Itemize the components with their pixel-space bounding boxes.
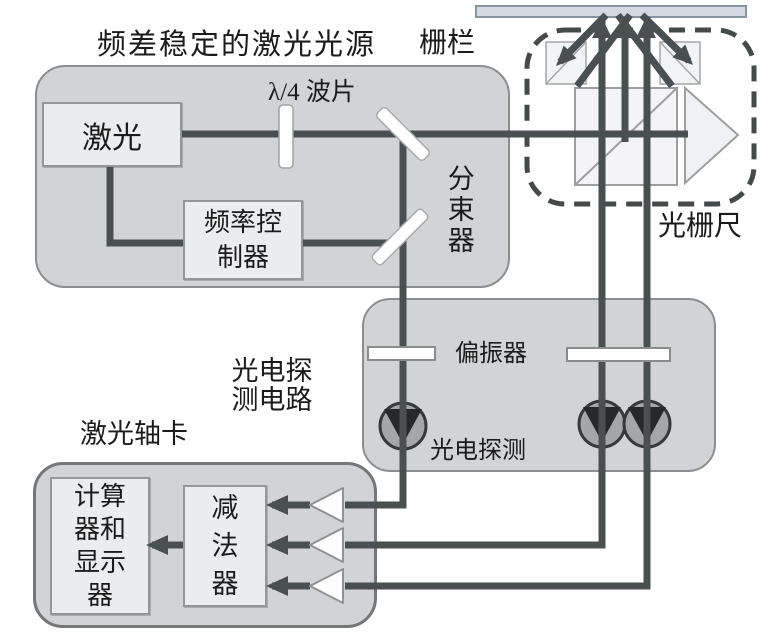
laser-axis-card-label: 激光轴卡 <box>80 419 188 449</box>
left-fold-prism-icon <box>545 41 587 85</box>
beamsplitter-mirror-icon <box>375 106 431 162</box>
computer-display-block: 计算 器和 显示 器 <box>50 477 150 615</box>
laser-source-title: 频差稳定的激光光源 <box>97 29 377 61</box>
waveplate-label: λ/4 波片 <box>268 79 356 106</box>
subtractor-line3: 器 <box>211 569 239 599</box>
read-head-dashed-outline-icon <box>524 27 757 207</box>
down-left-arrowhead-icon <box>556 45 577 66</box>
subtractor-block: 减 法 器 <box>183 485 267 607</box>
amplifier-icon <box>309 527 344 563</box>
quarter-waveplate-icon <box>278 104 294 169</box>
amplifier-group <box>309 487 344 604</box>
polarizer-bar-icon <box>367 346 436 361</box>
retroreflector-prism-icon <box>684 85 740 186</box>
left-arrowhead-icon <box>146 535 168 555</box>
computer-display-line3: 显示 <box>73 548 126 577</box>
beam-arrowheads <box>146 18 693 596</box>
laser-block-label: 激光 <box>82 121 142 155</box>
measure-beam-1 <box>345 17 606 549</box>
frequency-controller-line2: 制器 <box>216 243 269 272</box>
measure-beam-2 <box>345 17 651 590</box>
amplifier-icon <box>309 487 344 523</box>
photodetection-label: 光电探测 <box>430 438 526 464</box>
computer-display-line1: 计算 <box>73 482 126 511</box>
up-arrowhead-icon <box>615 18 635 38</box>
detection-circuit-line1: 光电探 <box>231 356 313 386</box>
grating-bar-icon <box>475 5 747 18</box>
frequency-controller-line1: 频率控 <box>203 208 282 237</box>
computer-display-line4: 器 <box>86 581 113 610</box>
grating-scale-label: 光栅尺 <box>658 211 743 242</box>
polarizer-bar-icon <box>566 347 671 362</box>
polarizer-label: 偏振器 <box>455 341 527 367</box>
laser-to-controller-wire <box>106 167 183 247</box>
reference-beam <box>345 137 407 509</box>
up-arrowhead-icon <box>592 18 612 38</box>
beamsplitter-mirror-icon <box>371 208 429 266</box>
subtractor-line2: 法 <box>211 531 239 561</box>
laser-block: 激光 <box>42 102 182 167</box>
beam-lines <box>106 12 692 590</box>
down-right-arrowhead-icon <box>672 44 693 65</box>
left-arrowhead-icon <box>266 576 288 596</box>
subtractor-line1: 减 <box>211 493 239 523</box>
detection-circuit-line2: 测电路 <box>231 385 313 415</box>
up-arrowhead-icon <box>636 18 656 38</box>
amplifier-icon <box>309 568 344 604</box>
left-arrowhead-icon <box>266 535 288 555</box>
left-arrowhead-icon <box>266 495 288 515</box>
detection-circuit-label: 光电探 测电路 <box>226 357 318 415</box>
beam-splitter-label: 分束器 <box>443 164 474 257</box>
grating-label: 栅栏 <box>419 28 476 59</box>
computer-display-line2: 器和 <box>73 515 126 544</box>
frequency-controller-block: 频率控 制器 <box>183 200 303 280</box>
